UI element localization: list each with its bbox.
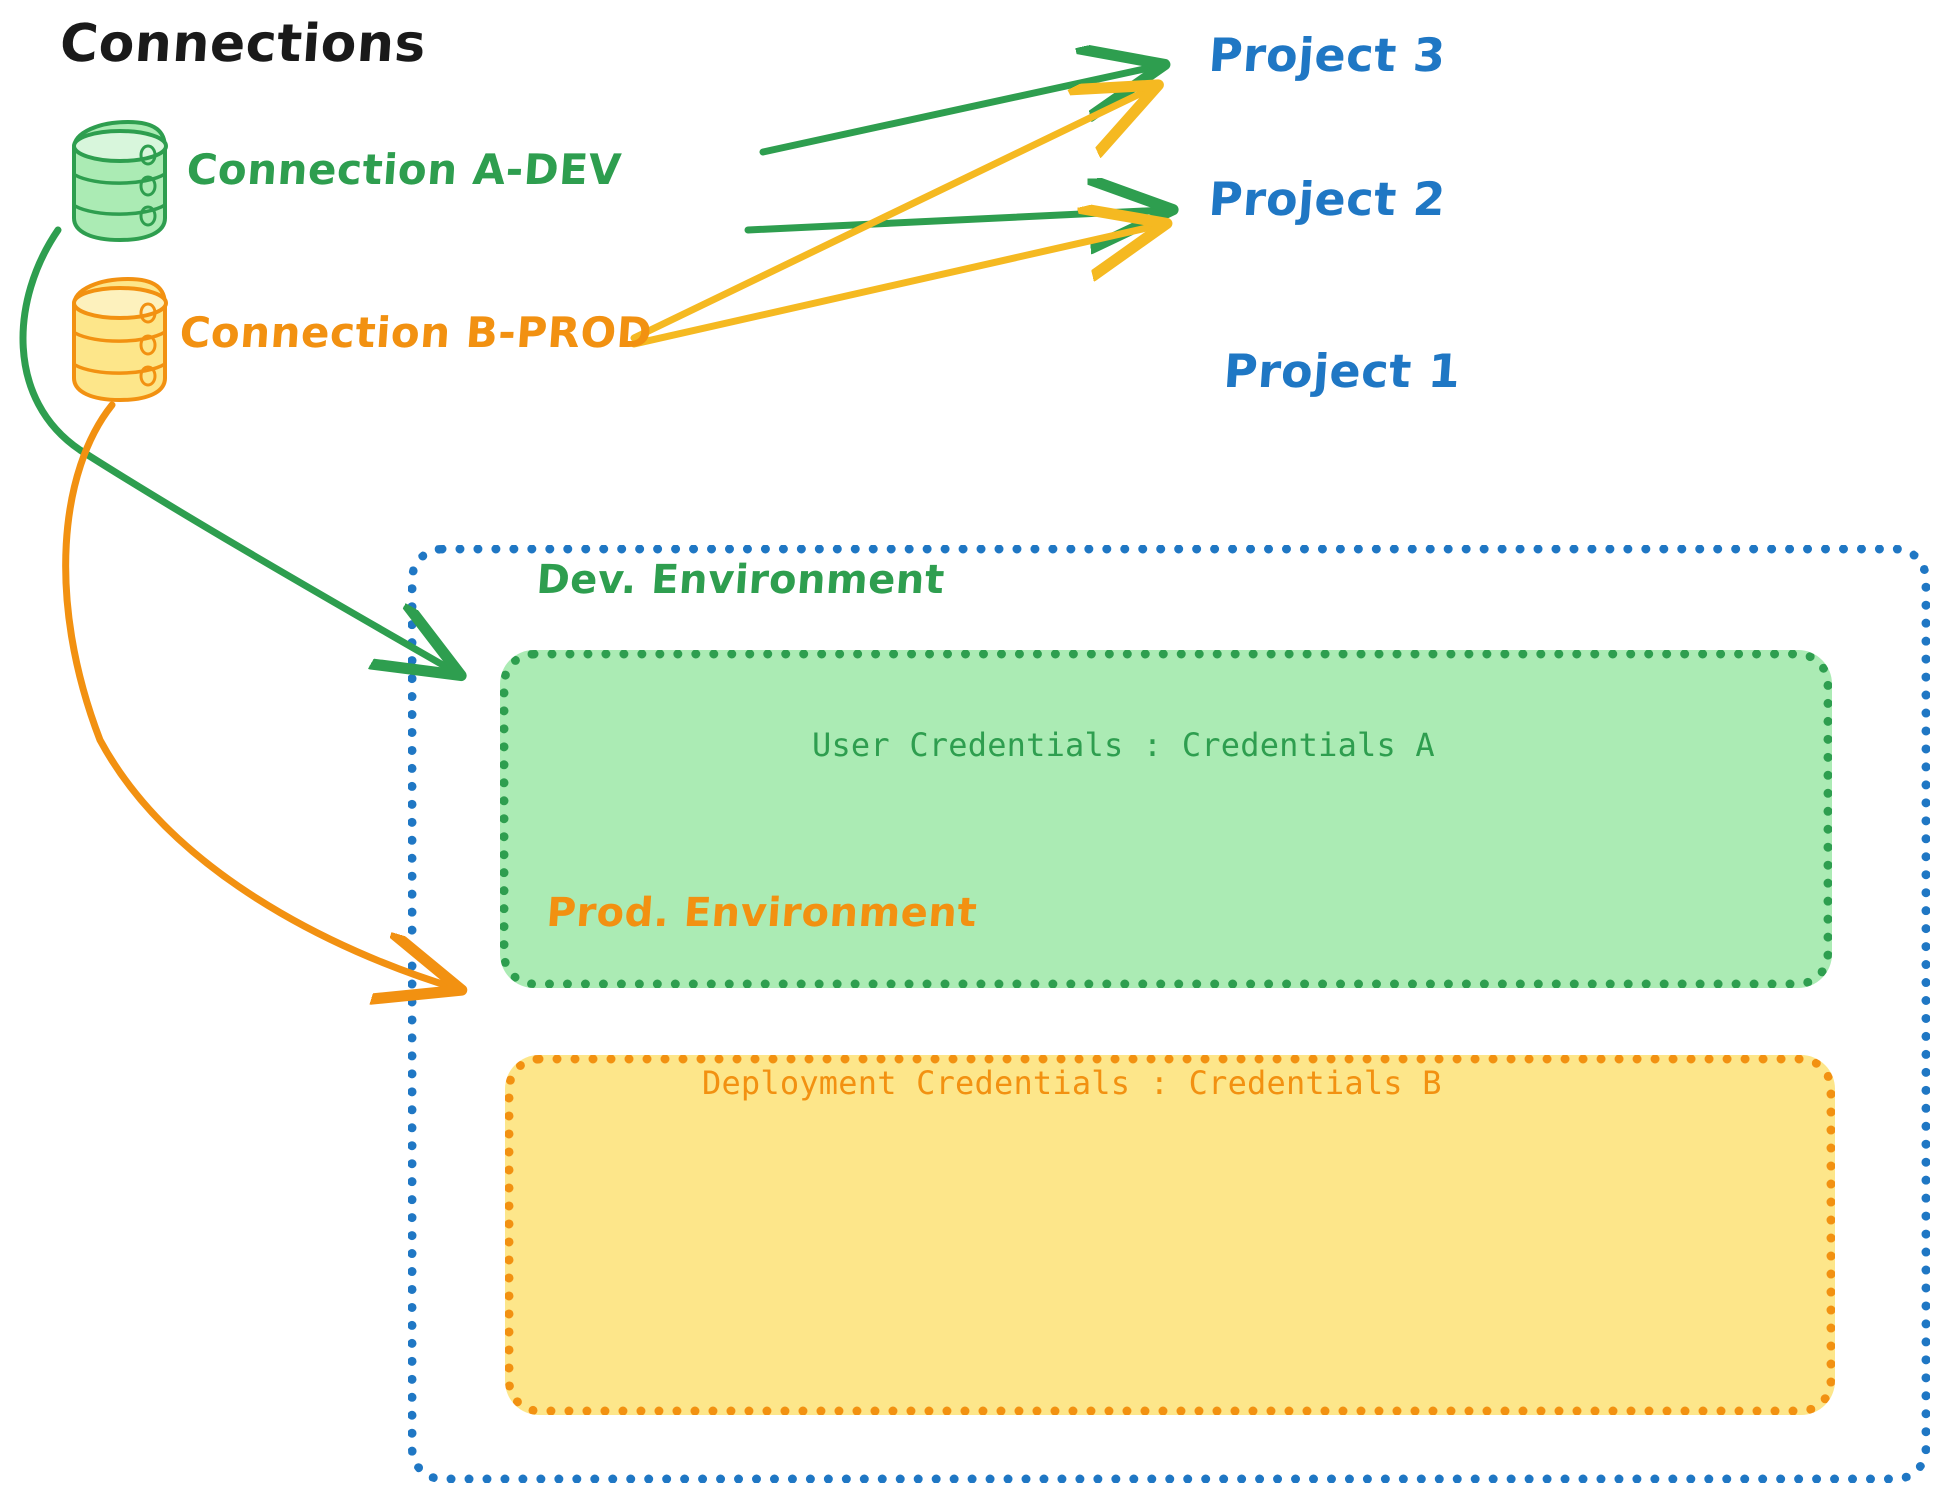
page-title: Connections bbox=[58, 14, 429, 74]
dev-environment-credentials: User Credentials : Credentials A bbox=[812, 726, 1435, 764]
edge-b-prod-to-prod-environment bbox=[62, 401, 455, 988]
edge-a-dev-to-dev-environment bbox=[19, 226, 455, 672]
edge-b-prod-to-project-2 bbox=[630, 225, 1160, 348]
project-1-label[interactable]: Project 1 bbox=[1222, 344, 1463, 398]
connection-b-prod-label[interactable]: Connection B-PROD bbox=[178, 308, 654, 357]
dev-environment-title: Dev. Environment bbox=[535, 557, 947, 603]
project-2-label[interactable]: Project 2 bbox=[1207, 172, 1448, 226]
project-3-label[interactable]: Project 3 bbox=[1207, 28, 1448, 82]
project-1-container bbox=[408, 545, 1930, 1483]
connection-a-dev-label[interactable]: Connection A-DEV bbox=[185, 145, 624, 194]
edge-b-prod-to-project-3 bbox=[630, 88, 1152, 342]
database-icon[interactable] bbox=[72, 277, 168, 402]
database-icon[interactable] bbox=[72, 120, 168, 242]
prod-environment-box[interactable] bbox=[505, 1055, 1835, 1415]
dev-environment-box[interactable] bbox=[500, 650, 1832, 988]
prod-environment-title: Prod. Environment bbox=[545, 890, 979, 936]
prod-environment-credentials: Deployment Credentials : Credentials B bbox=[702, 1064, 1442, 1102]
